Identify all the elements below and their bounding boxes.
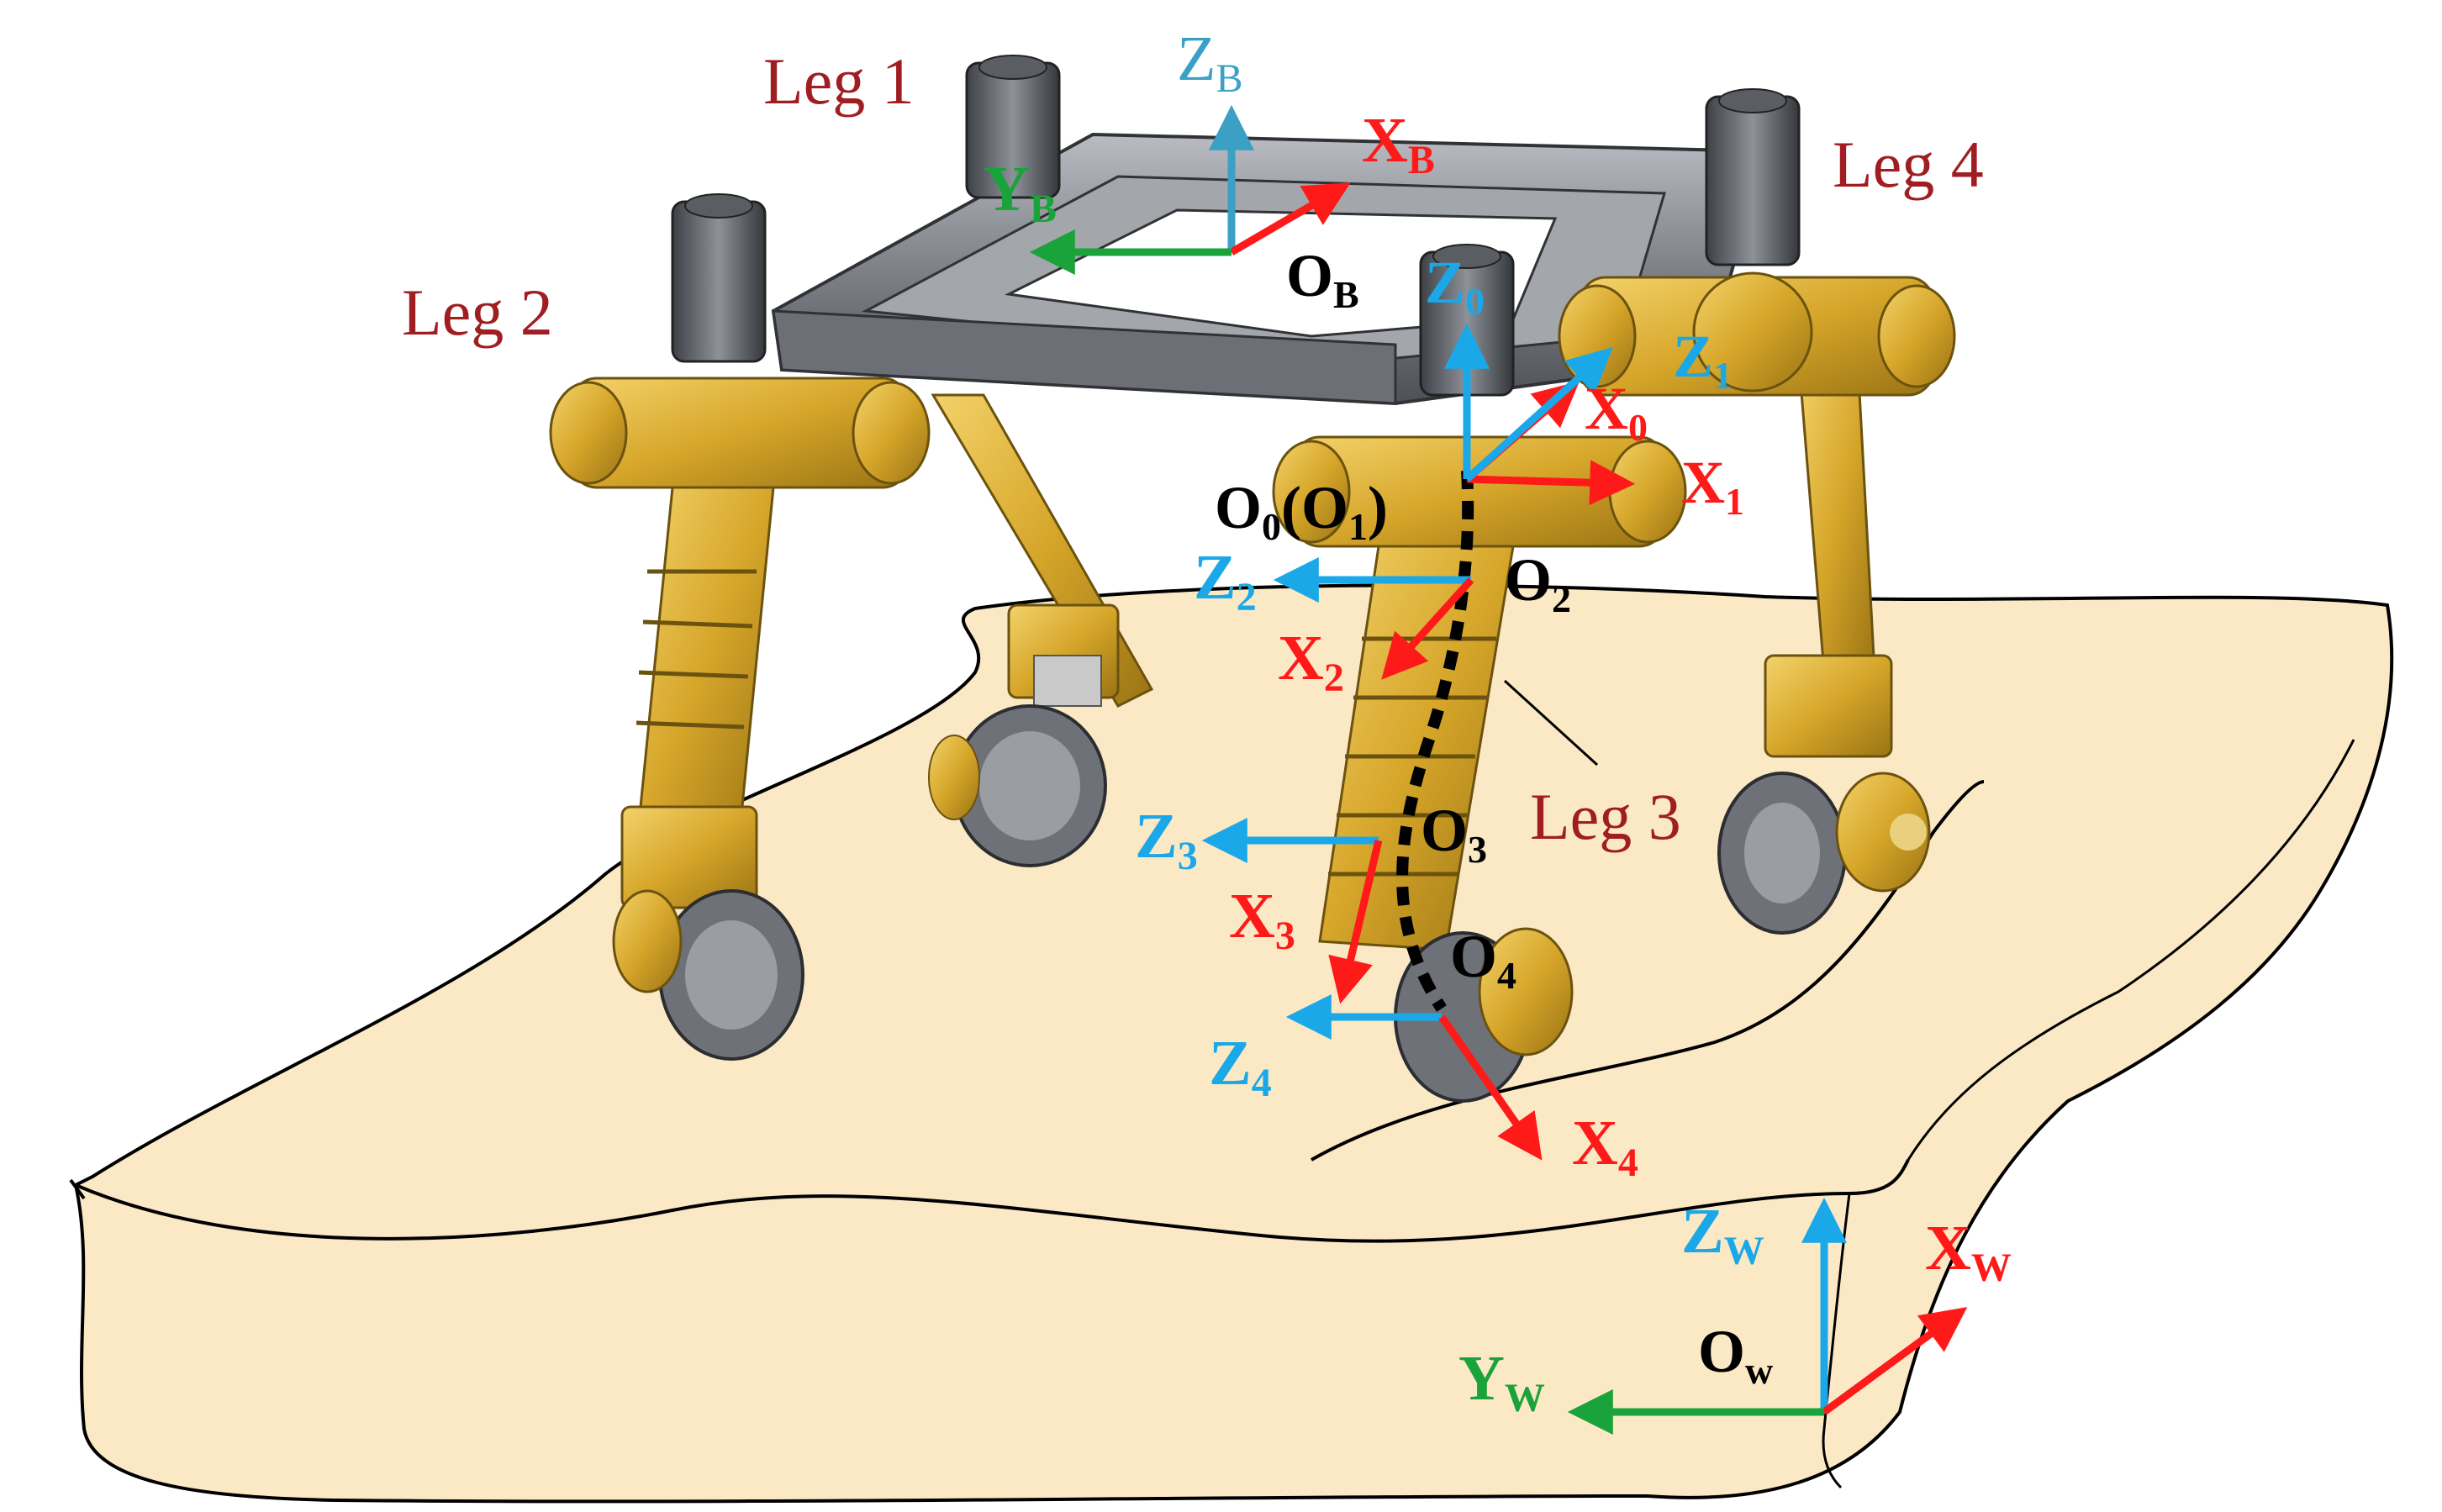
label-leg-1: Leg 1 [763,45,915,118]
leg-2-assembly [549,377,931,1061]
axis-x1 [1466,460,1636,506]
leg-3-kinematic-chain [1396,470,1474,1012]
axis-x4 [1438,1014,1543,1161]
label-leg-3: Leg 3 [1530,780,1681,853]
label-o4: O4 [1450,923,1516,997]
label-x4: X4 [1572,1108,1638,1185]
body-frame [771,132,1768,406]
label-z1: Z1 [1673,323,1733,397]
terrain-right-side [1907,739,2355,1161]
label-leg-2: Leg 2 [402,276,553,349]
label-xb: XB [1362,105,1435,182]
axis-x3 [1328,839,1383,1004]
label-yw: YW [1458,1343,1545,1420]
leg-3-leader-line [1503,679,1599,767]
label-ow: Ow [1698,1318,1773,1392]
leg-1-assembly [928,393,1154,867]
motor-leg-2 [671,200,767,363]
label-yb: YB [984,154,1057,231]
axes [1029,104,1968,1435]
label-z3: Z3 [1135,801,1198,878]
axis-xb [1229,182,1351,256]
terrain-fold-front [75,1159,1910,1243]
label-z4: Z4 [1209,1028,1272,1105]
terrain-corner-edge [1822,1193,1851,1489]
label-z0: Z0 [1425,249,1485,323]
hip-motors [671,55,1801,397]
terrain-left-tick [69,1178,86,1200]
leg-4-assembly [1717,360,1931,935]
leg-4-hip [1558,271,1956,397]
leg-3-assembly [1272,435,1687,1103]
label-x0: X0 [1585,375,1648,449]
label-z2: Z2 [1194,542,1257,619]
label-x3: X3 [1229,881,1295,958]
label-o3: O3 [1421,797,1487,871]
label-zw: ZW [1681,1196,1764,1273]
label-ob: OB [1286,242,1359,316]
axis-x2 [1381,577,1474,680]
label-x1: X1 [1681,449,1744,523]
axis-z1 [1464,347,1613,482]
labels: Leg 1 Leg 2 Leg 3 Leg 4 ZB XB YB OB Z0 X… [402,24,2012,1420]
label-x2: X2 [1278,623,1344,700]
label-zb: ZB [1177,24,1242,101]
label-xw: XW [1925,1213,2012,1290]
robot [549,55,1956,1103]
label-o2: O2 [1505,546,1571,620]
label-leg-4: Leg 4 [1833,128,1984,201]
axis-xw [1822,1307,1968,1415]
label-o0-o1: O0(O1) [1215,474,1388,548]
motor-leg-4 [1705,95,1801,266]
